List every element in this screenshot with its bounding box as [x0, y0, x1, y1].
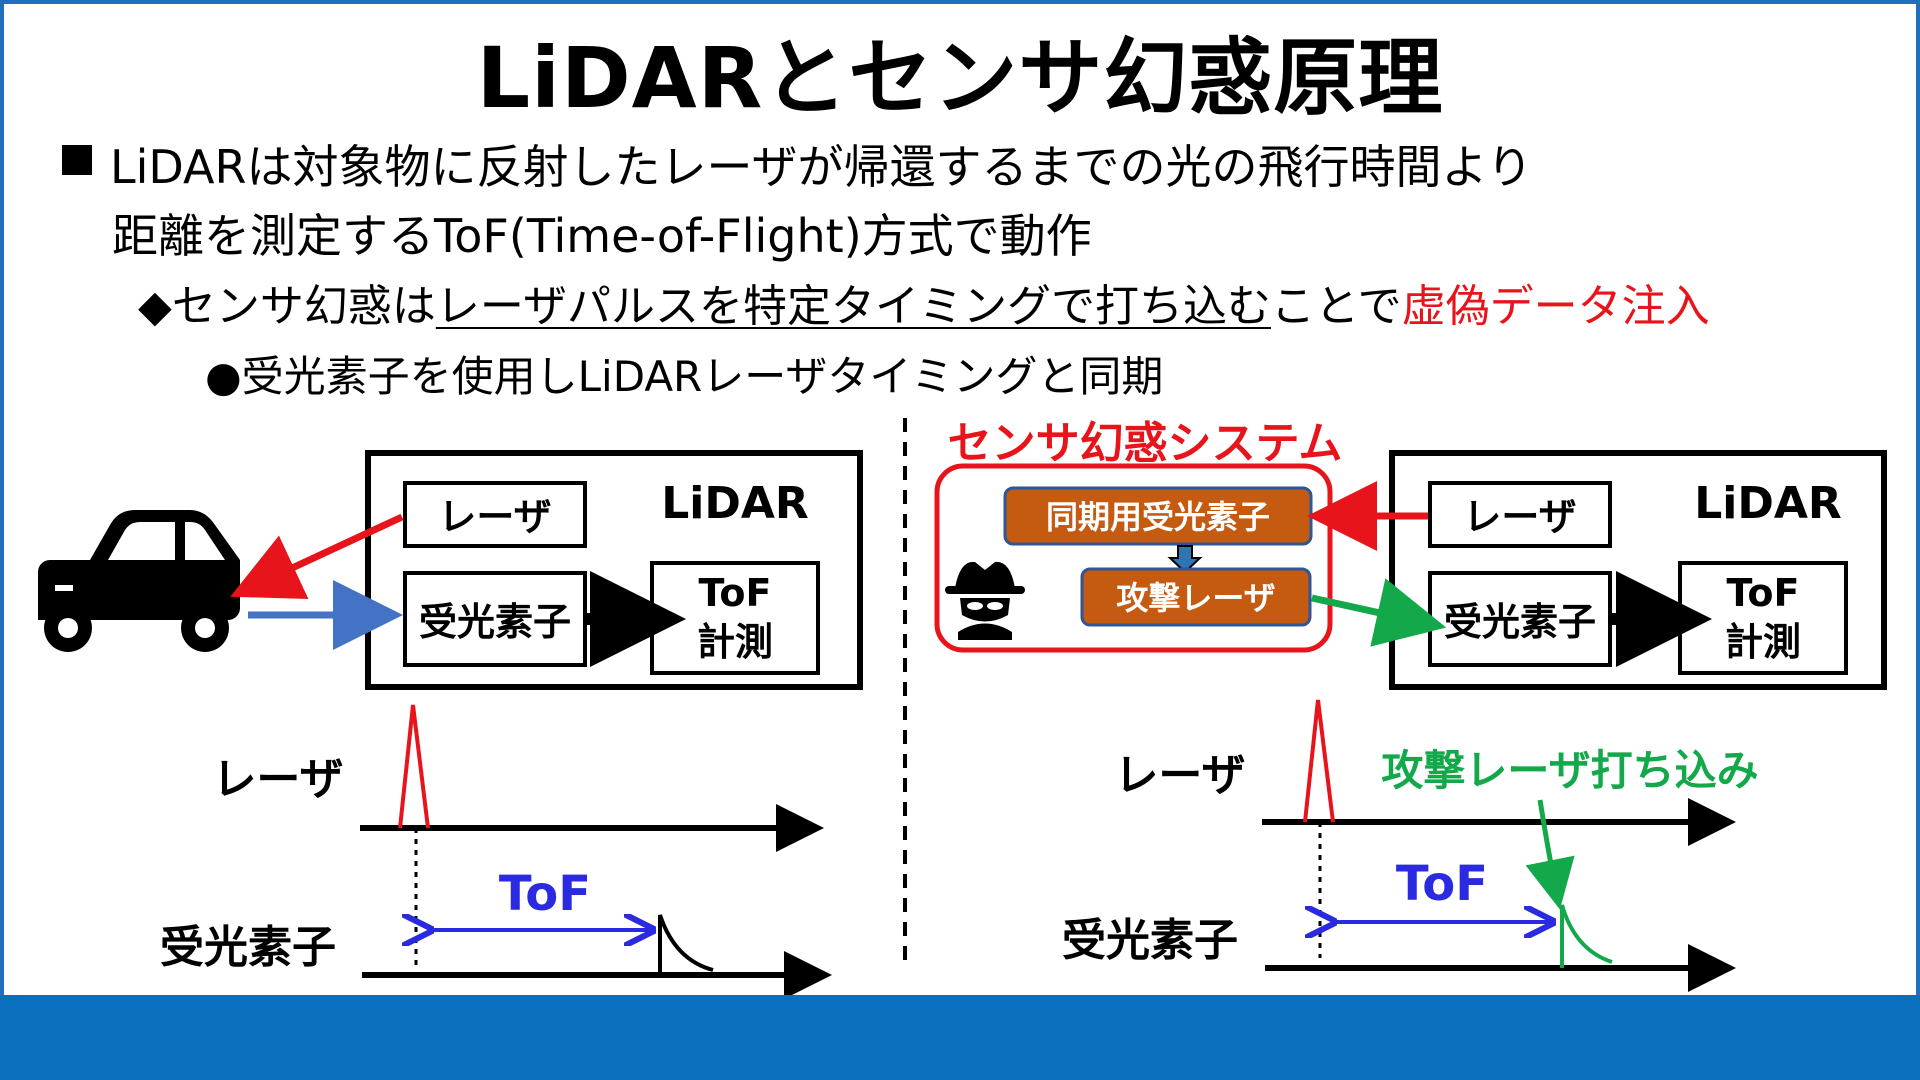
laser-box-right: [1428, 481, 1612, 548]
attack-note: 攻撃レーザ打ち込み: [1381, 746, 1758, 795]
attack-note-arrow: [1525, 799, 1575, 910]
system-title: センサ幻惑システム: [948, 418, 1343, 469]
bullet-3: ●受光素子を使用しLiDARレーザタイミングと同期: [205, 352, 1164, 401]
timing-receiver-label-right: 受光素子: [1062, 915, 1238, 966]
tof-box-right-line2: 計測: [1725, 620, 1801, 664]
lidar-label-right: LiDAR: [1694, 478, 1842, 529]
lidar-box-left: [365, 450, 863, 690]
timing-receiver-label-left: 受光素子: [160, 922, 336, 973]
tof-box-left-line1: ToF: [699, 571, 772, 615]
sync-receiver-label: 同期用受光素子: [1046, 498, 1270, 536]
square-bullet-icon: [62, 145, 92, 175]
attack-laser-box: [1080, 567, 1312, 627]
laser-pulse-left: [398, 704, 430, 829]
receiver-box-right: [1428, 571, 1612, 667]
tof-label-right: ToF: [1396, 856, 1488, 912]
laser-box-right-label: レーザ: [1463, 495, 1576, 539]
bullet-2-red: 虚偽データ注入: [1401, 281, 1710, 332]
arrow-attack-to-receiver: [1311, 578, 1447, 647]
down-arrow-sync-to-attack: [1167, 545, 1203, 574]
receiver-box-right-label: 受光素子: [1444, 600, 1596, 644]
laser-pulse-right: [1303, 699, 1335, 823]
bullet-2-middle: ことで: [1270, 281, 1402, 332]
car-icon: [38, 510, 240, 652]
receiver-echo-right: [1560, 904, 1613, 968]
receiver-box-left: [403, 571, 587, 667]
diagram: LiDAR レーザ 受光素子 ToF 計測 レーザ 受光素子 ToF センサ幻惑…: [38, 418, 1887, 999]
lidar-label-left: LiDAR: [661, 478, 809, 529]
receiver-box-left-label: 受光素子: [419, 600, 571, 644]
receiver-echo-left: [658, 914, 714, 975]
bullet-2-prefix: ◆センサ幻惑は: [138, 281, 436, 332]
laser-box-left: [403, 481, 587, 548]
bullet-1: LiDARは対象物に反射したレーザが帰還するまでの光の飛行時間より: [62, 136, 1533, 198]
tof-box-right-line1: ToF: [1727, 571, 1800, 615]
bottom-band: [0, 995, 1920, 1080]
bullet-2: ◆センサ幻惑はレーザパルスを特定タイミングで打ち込むことで虚偽データ注入: [138, 276, 1710, 338]
attack-laser-label: 攻撃レーザ: [1116, 579, 1275, 617]
bullet-1-continuation: 距離を測定するToF(Time-of-Flight)方式で動作: [112, 209, 1092, 263]
timing-laser-label-left: レーザ: [212, 754, 343, 805]
laser-box-left-label: レーザ: [438, 495, 551, 539]
bullet-2-underlined: レーザパルスを特定タイミングで打ち込む: [435, 281, 1271, 332]
arrow-laser-to-car: [230, 513, 404, 600]
hacker-icon: [945, 561, 1025, 640]
tof-label-left: ToF: [499, 866, 591, 922]
bullet-1-text: LiDARは対象物に反射したレーザが帰還するまでの光の飛行時間より: [110, 140, 1533, 194]
slide-title: LiDARとセンサ幻惑原理: [476, 29, 1444, 127]
tof-box-left-line2: 計測: [697, 620, 773, 664]
timing-laser-label-right: レーザ: [1114, 750, 1245, 801]
lidar-box-right: [1389, 450, 1887, 690]
